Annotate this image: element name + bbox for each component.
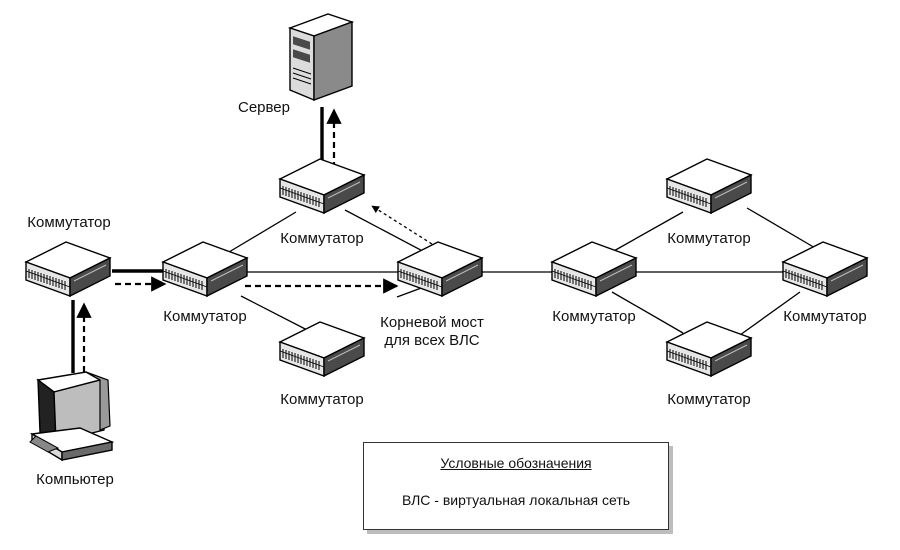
- switch-r-right: [782, 241, 868, 297]
- link-top-root: [344, 209, 433, 257]
- legend-item: ВЛС - виртуальная локальная сеть: [401, 492, 631, 508]
- switch-r-top-label: Коммутатор: [667, 230, 751, 247]
- root-bridge-label-line2: для всех ВЛС: [384, 332, 480, 349]
- switch-left-label: Коммутатор: [27, 214, 111, 231]
- legend-title: Условные обозначения: [440, 455, 592, 471]
- switch-left: [25, 241, 111, 297]
- root-bridge-label: Корневой мост для всех ВЛС: [380, 314, 484, 350]
- link-b-rbottom: [611, 291, 684, 334]
- switch-b: [551, 241, 637, 297]
- link-rtop-rright: [746, 207, 823, 253]
- root-bridge-label-line1: Корневой мост: [380, 314, 484, 331]
- server-label: Сервер: [237, 99, 291, 116]
- traffic-arrows: [76, 108, 433, 372]
- link-top-a: [228, 211, 297, 253]
- switch-a: [162, 241, 248, 297]
- switch-r-top: [666, 158, 752, 214]
- thick-links: [71, 107, 324, 373]
- switch-r-bottom-label: Коммутатор: [667, 391, 751, 408]
- switch-b-label: Коммутатор: [552, 308, 636, 325]
- switch-top: [279, 158, 365, 214]
- switch-r-right-label: Коммутатор: [783, 308, 867, 325]
- arrow-root-to-top: [371, 205, 433, 245]
- switch-top-label: Коммутатор: [280, 230, 364, 247]
- switch-bottom: [279, 321, 365, 377]
- link-rbottom-rright: [739, 291, 801, 336]
- computer-label: Компьютер: [36, 471, 114, 488]
- links: [228, 207, 823, 336]
- legend-box: Условные обозначения ВЛС - виртуальная л…: [363, 442, 669, 530]
- link-a-bottom: [240, 295, 314, 334]
- switch-a-label: Коммутатор: [163, 308, 247, 325]
- switch-r-bottom: [666, 321, 752, 377]
- server-icon: [287, 13, 355, 102]
- switch-bottom-label: Коммутатор: [280, 391, 364, 408]
- switch-root: [397, 241, 483, 297]
- computer-icon: [29, 371, 115, 462]
- link-b-rtop: [611, 211, 684, 253]
